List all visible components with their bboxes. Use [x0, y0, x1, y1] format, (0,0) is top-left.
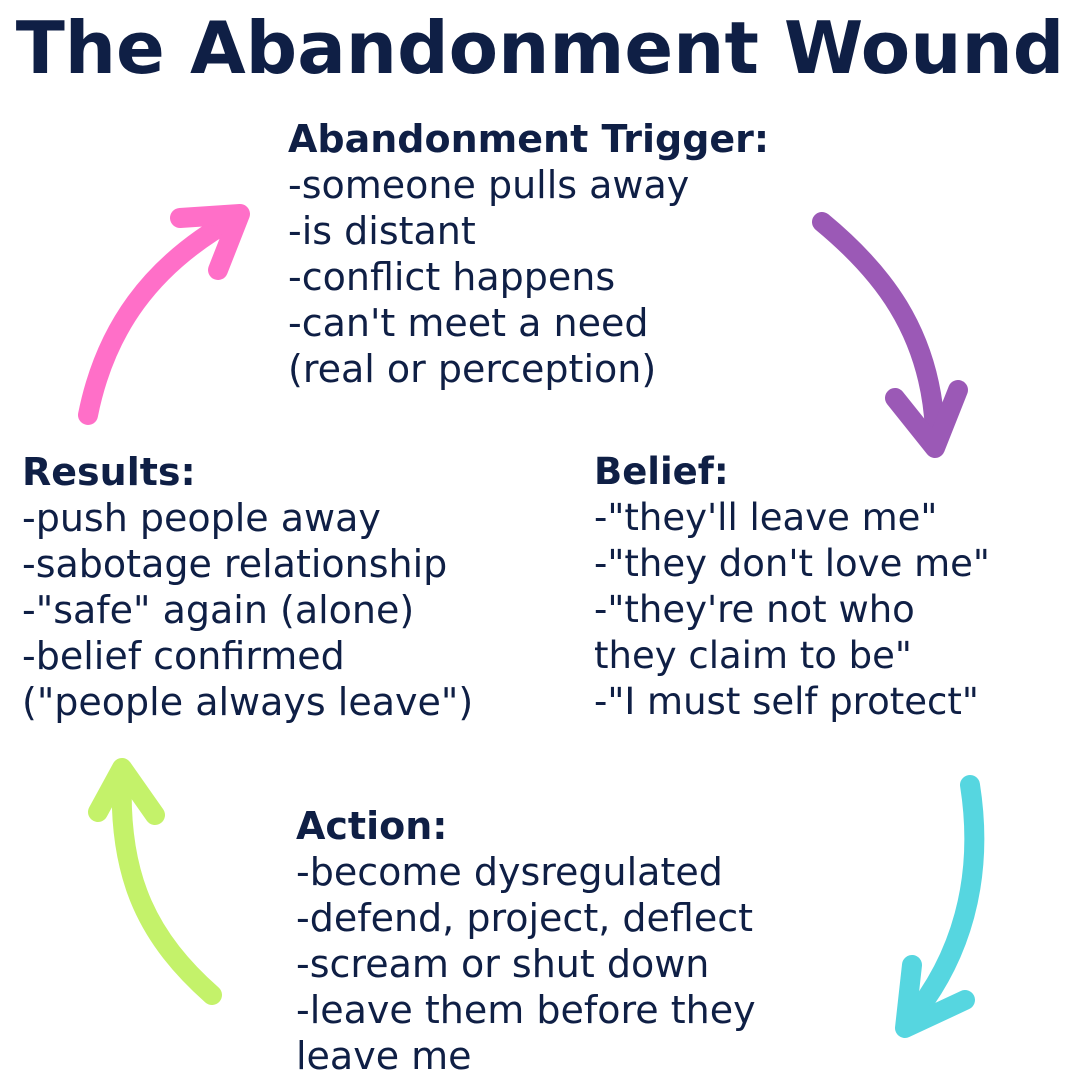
trigger-heading: Abandonment Trigger:: [288, 117, 770, 161]
action-line: -leave them before they: [296, 988, 756, 1032]
action-line: -scream or shut down: [296, 942, 710, 986]
trigger-line: (real or perception): [288, 347, 657, 391]
belief-line: -"I must self protect": [594, 680, 979, 723]
action-line: leave me: [296, 1034, 472, 1078]
results-line: -sabotage relationship: [22, 542, 448, 586]
belief-block: Belief: -"they'll leave me" -"they don't…: [594, 449, 990, 725]
results-line: -push people away: [22, 496, 381, 540]
results-line: -"safe" again (alone): [22, 588, 415, 632]
page-title: The Abandonment Wound: [15, 6, 1065, 90]
trigger-line: -conflict happens: [288, 255, 616, 299]
belief-line: -"they're not who: [594, 588, 915, 631]
belief-line: they claim to be": [594, 634, 912, 677]
arrow-belief-to-action: [895, 775, 985, 1038]
action-line: -defend, project, deflect: [296, 896, 753, 940]
belief-line: -"they'll leave me": [594, 496, 938, 539]
action-block: Action: -become dysregulated -defend, pr…: [296, 803, 756, 1079]
belief-line: -"they don't love me": [594, 542, 990, 585]
trigger-block: Abandonment Trigger: -someone pulls away…: [288, 116, 769, 392]
action-line: -become dysregulated: [296, 850, 723, 894]
results-line: -belief confirmed: [22, 634, 345, 678]
results-block: Results: -push people away -sabotage rel…: [22, 449, 473, 725]
trigger-line: -can't meet a need: [288, 301, 649, 345]
belief-heading: Belief:: [594, 450, 729, 493]
trigger-line: -is distant: [288, 209, 476, 253]
arrow-trigger-to-belief: [812, 212, 968, 458]
arrow-action-to-results: [88, 758, 222, 1005]
results-heading: Results:: [22, 450, 196, 494]
results-line: ("people always leave"): [22, 680, 474, 724]
arrow-results-to-trigger: [78, 204, 250, 425]
action-heading: Action:: [296, 804, 448, 848]
trigger-line: -someone pulls away: [288, 163, 690, 207]
